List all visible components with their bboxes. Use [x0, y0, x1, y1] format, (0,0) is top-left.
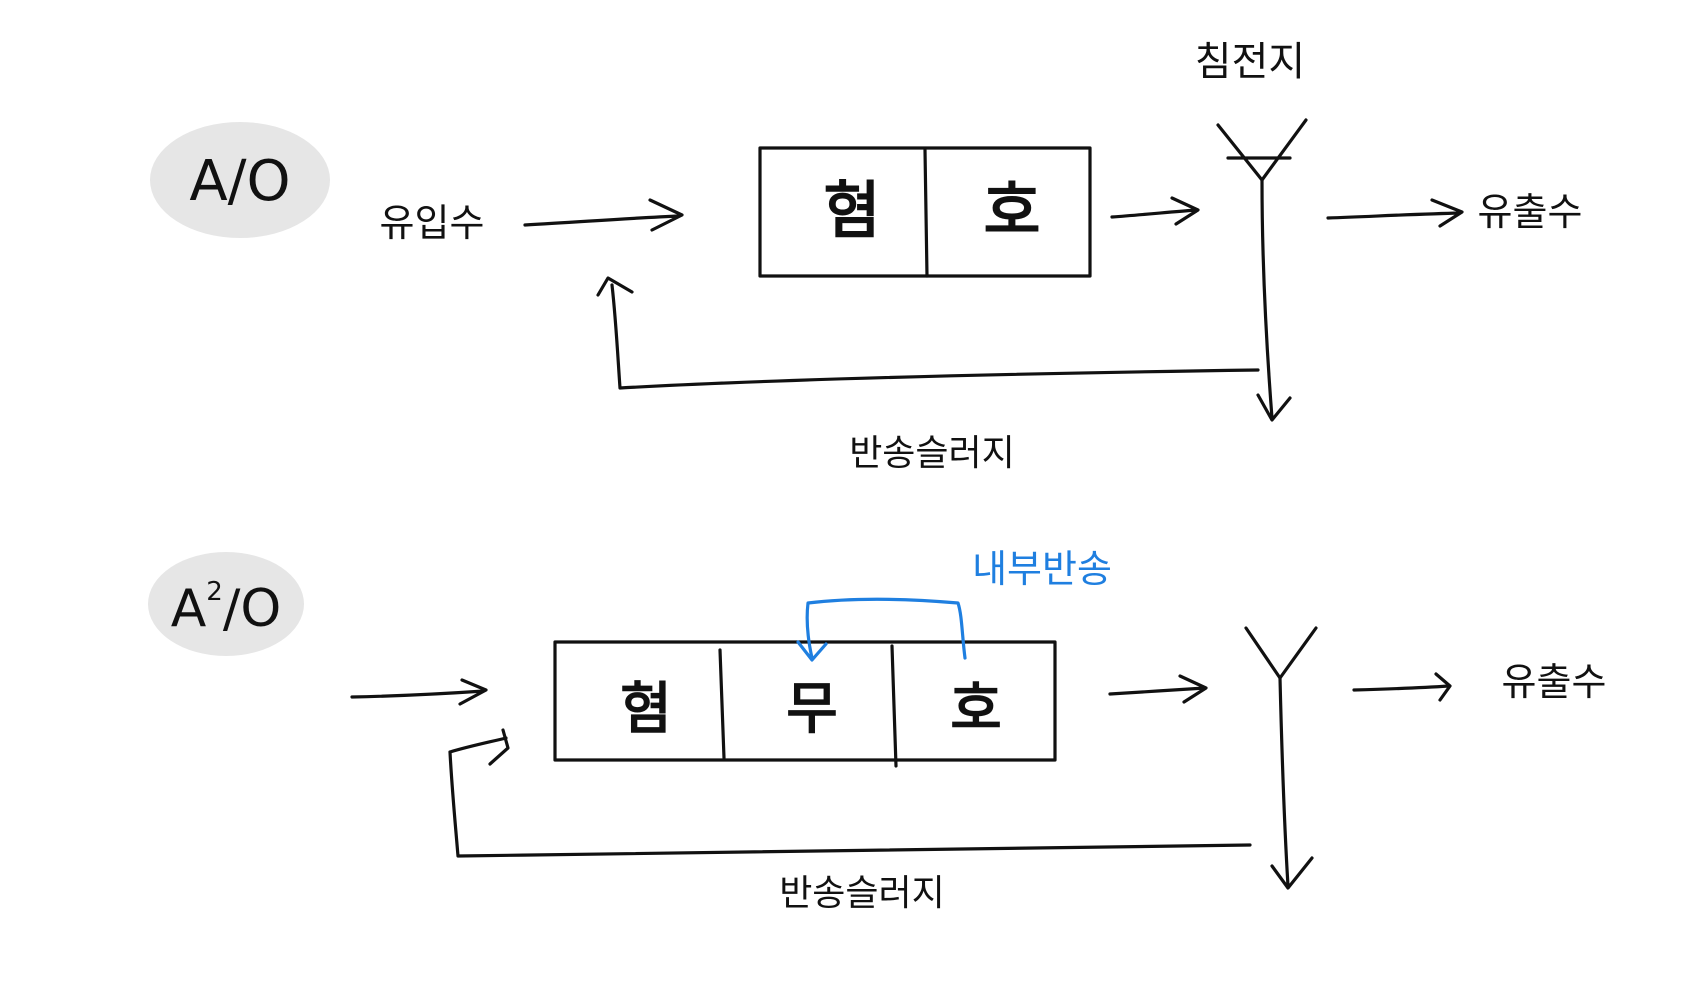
ao-process-diagram: A/O 유입수 혐 호 침전지 유출수 반송슬러지 [150, 39, 1582, 474]
ao-label-pill [150, 122, 330, 238]
a2o-clarifier-underflow-arrow [1270, 676, 1314, 890]
ao-label: A/O [189, 149, 290, 214]
a2o-effluent-label: 유출수 [1502, 660, 1607, 704]
a2o-process-diagram: A2/O 혐 무 호 내부반송 유출수 반송슬러지 [148, 547, 1606, 914]
a2o-effluent-arrow [1352, 672, 1452, 702]
a2o-anaerobic-tank-label: 혐 [620, 677, 672, 742]
ao-anaerobic-tank-label: 혐 [823, 174, 880, 247]
effluent-arrow [1326, 198, 1464, 228]
a2o-clarifier-icon [1244, 626, 1318, 680]
ao-reactor-box [758, 146, 1092, 278]
a2o-reactor-to-clarifier-arrow [1108, 674, 1208, 704]
a2o-label: A2/O [171, 577, 282, 639]
return-sludge-line [596, 276, 1260, 390]
a2o-reactor-box [553, 640, 1057, 768]
influent-label: 유입수 [380, 201, 485, 245]
effluent-label: 유출수 [1478, 190, 1583, 234]
internal-recycle-label: 내부반송 [972, 547, 1112, 591]
clarifier-label: 침전지 [1195, 39, 1305, 85]
clarifier-icon [1216, 118, 1308, 182]
reactor-to-clarifier-arrow [1110, 196, 1200, 226]
ao-aerobic-tank-label: 호 [983, 174, 1040, 247]
a2o-anoxic-tank-label: 무 [786, 677, 838, 742]
a2o-label-superscript: 2 [206, 577, 223, 607]
a2o-label-pill [148, 552, 304, 656]
a2o-aerobic-tank-label: 호 [950, 677, 1002, 742]
a2o-return-sludge-line [448, 728, 1252, 858]
a2o-label-o: /O [223, 579, 281, 639]
influent-arrow [523, 198, 684, 232]
clarifier-underflow-arrow [1256, 178, 1292, 422]
internal-recycle-arrow [796, 597, 967, 662]
a2o-influent-arrow [350, 678, 488, 706]
return-sludge-label: 반송슬러지 [849, 433, 1015, 474]
a2o-return-sludge-label: 반송슬러지 [779, 873, 945, 914]
a2o-label-a: A [171, 579, 207, 639]
